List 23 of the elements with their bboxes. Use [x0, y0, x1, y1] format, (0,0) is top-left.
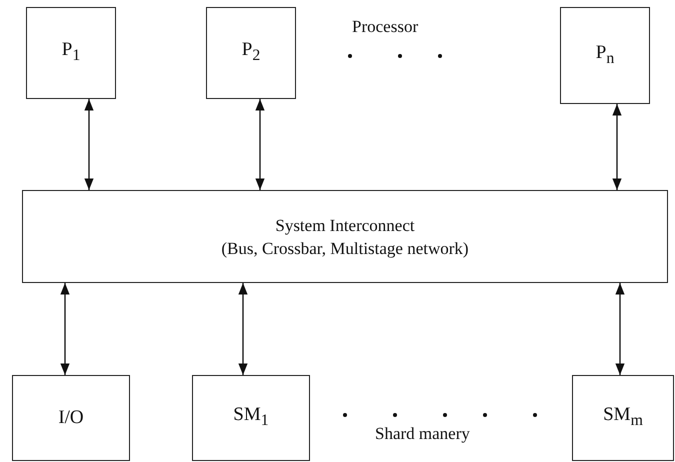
component-box	[572, 375, 674, 461]
component-box	[12, 375, 130, 461]
double-arrow	[84, 99, 94, 190]
double-arrow	[612, 104, 622, 190]
component-box	[206, 7, 296, 99]
group-label: Processor	[352, 17, 418, 37]
box-label: System Interconnect	[275, 214, 415, 236]
box-label: (Bus, Crossbar, Multistage network)	[221, 238, 469, 260]
box-label: P$_{n}$	[596, 40, 614, 68]
interconnect-box	[22, 190, 668, 283]
component-box	[192, 375, 310, 461]
component-box	[26, 7, 116, 99]
box-label: P$_{1}$	[62, 38, 80, 66]
box-label: P$_{2}$	[242, 38, 260, 66]
box-label: I/O	[58, 406, 84, 430]
component-box	[560, 7, 650, 104]
double-arrow	[60, 283, 70, 375]
box-label: SM$_{m}$	[603, 403, 643, 431]
double-arrow	[238, 283, 248, 375]
double-arrow	[615, 283, 625, 375]
box-label: SM$_{1}$	[233, 403, 269, 431]
double-arrow	[255, 99, 265, 190]
group-label: Shard manery	[375, 424, 470, 444]
